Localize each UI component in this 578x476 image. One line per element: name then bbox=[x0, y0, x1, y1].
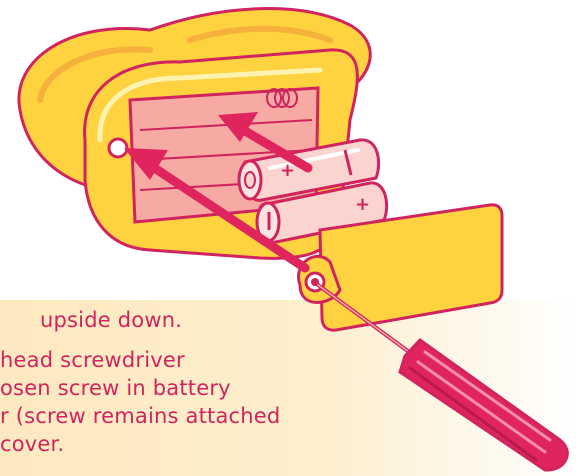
instruction-line-4: r (screw remains attached bbox=[0, 404, 281, 428]
insert-arrow-icon bbox=[218, 112, 313, 173]
device-screw-hole bbox=[107, 137, 129, 159]
instruction-line-2: head screwdriver bbox=[0, 348, 185, 372]
battery-bottom: + bbox=[255, 181, 389, 244]
plus-sign-icon: + bbox=[280, 160, 295, 181]
screw-arrow-icon bbox=[124, 148, 310, 273]
phillips-screwdriver bbox=[316, 283, 569, 472]
battery-cover bbox=[297, 203, 504, 332]
instruction-line-3: osen screw in battery bbox=[0, 376, 231, 400]
spring-contact-icon bbox=[266, 88, 298, 108]
plus-sign-icon: + bbox=[355, 194, 370, 215]
instruction-line-1: upside down. bbox=[40, 308, 183, 332]
instruction-line-5: cover. bbox=[0, 432, 65, 456]
